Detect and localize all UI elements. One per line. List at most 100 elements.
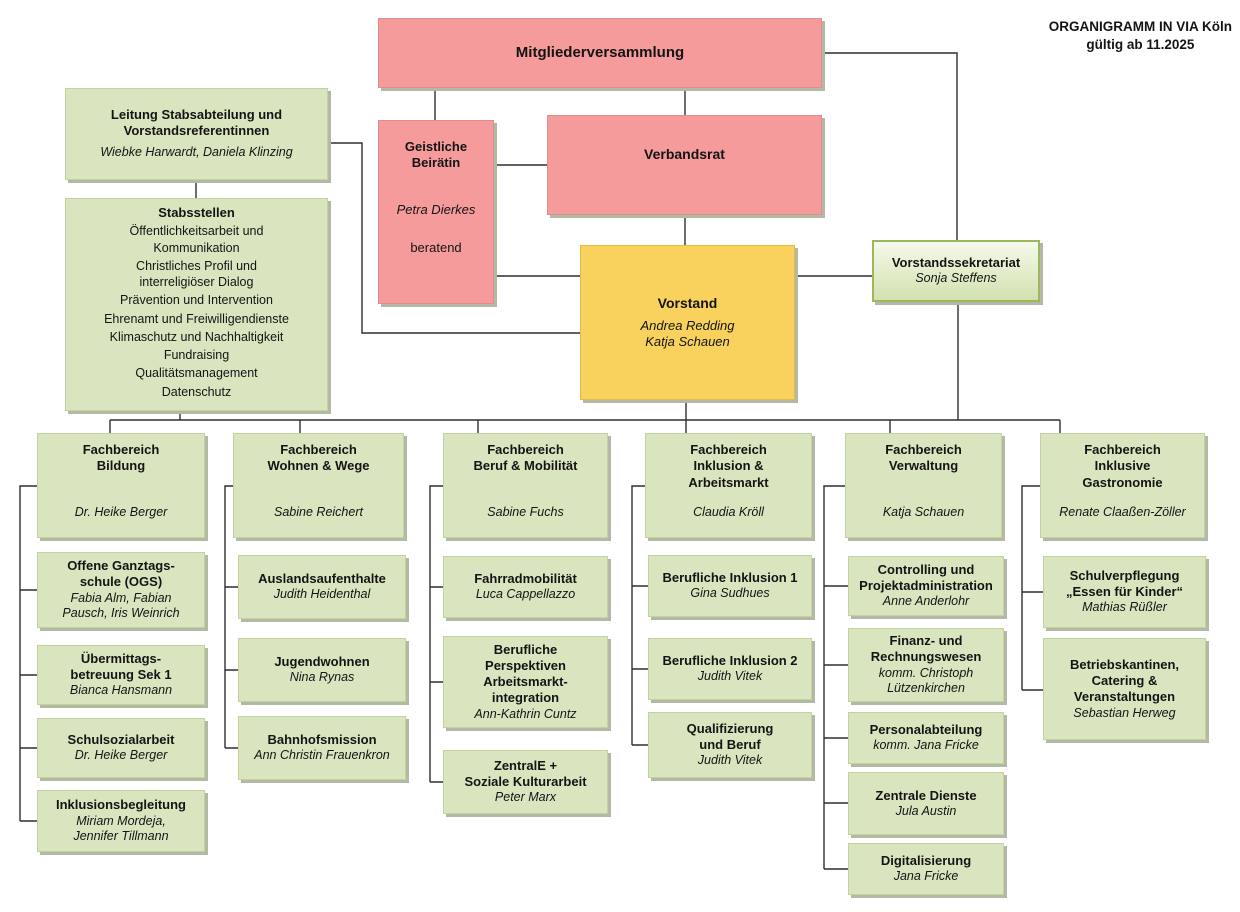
unit-title: Fahrradmobilität <box>474 571 577 587</box>
unit-title: Berufliche Inklusion 1 <box>662 570 798 586</box>
fachbereich-header-bildung: Fachbereich Bildung Dr. Heike Berger <box>37 433 205 538</box>
fachbereich-title: Fachbereich Wohnen & Wege <box>267 442 370 474</box>
unit-bahnhofsmission: Bahnhofsmission Ann Christin Frauenkron <box>238 716 406 780</box>
unit-title: Finanz- und Rechnungswesen <box>870 633 982 665</box>
unit-finanz-rechnungswesen: Finanz- und Rechnungswesen komm. Christo… <box>848 628 1004 702</box>
unit-person: Nina Rynas <box>289 670 355 685</box>
fachbereich-header-verwaltung: Fachbereich Verwaltung Katja Schauen <box>845 433 1002 538</box>
unit-berufliche-inklusion-2: Berufliche Inklusion 2 Judith Vitek <box>648 638 812 700</box>
box-stabsstellen: Stabsstellen Öffentlichkeitsarbeit und K… <box>65 198 328 411</box>
fachbereich-title: Fachbereich Verwaltung <box>885 442 962 474</box>
box-leitung-stabsabteilung: Leitung Stabsabteilung und Vorstandsrefe… <box>65 88 328 180</box>
unit-person: Luca Cappellazzo <box>475 587 576 602</box>
unit-zentrale-soziale-kulturarbeit: ZentralE + Soziale Kulturarbeit Peter Ma… <box>443 750 608 814</box>
fachbereich-header-inklusive-gastronomie: Fachbereich Inklusive Gastronomie Renate… <box>1040 433 1205 538</box>
stabsstellen-title: Stabsstellen <box>158 205 235 220</box>
unit-auslandsaufenthalte: Auslandsaufenthalte Judith Heidenthal <box>238 555 406 619</box>
chart-caption: ORGANIGRAMM IN VIA Köln gültig ab 11.202… <box>1048 19 1232 52</box>
stabsstellen-item: Fundraising <box>163 348 230 362</box>
stabsstellen-item: Christliches Profil und interreligiöser … <box>136 258 257 289</box>
fachbereich-header-beruf-mobilitaet: Fachbereich Beruf & Mobilität Sabine Fuc… <box>443 433 608 538</box>
unit-title: Digitalisierung <box>880 853 972 869</box>
unit-title: Schulverpflegung „Essen für Kinder“ <box>1065 567 1184 600</box>
geistliche-beiraetin-note: beratend <box>410 239 462 255</box>
unit-personalabteilung: Personalabteilung komm. Jana Fricke <box>848 712 1004 764</box>
geistliche-beiraetin-title: Geistliche Beirätin <box>404 139 468 171</box>
unit-person: Dr. Heike Berger <box>74 748 168 763</box>
unit-person: Judith Vitek <box>697 753 763 768</box>
unit-title: Schulsozialarbeit <box>67 732 175 748</box>
unit-betriebskantinen-catering: Betriebskantinen, Catering & Veranstaltu… <box>1043 638 1206 740</box>
unit-title: Berufliche Inklusion 2 <box>662 653 798 669</box>
unit-controlling-projektadministration: Controlling und Projektadministration An… <box>848 556 1004 616</box>
unit-person: Ann Christin Frauenkron <box>254 748 390 763</box>
unit-title: ZentralE + Soziale Kulturarbeit <box>464 757 587 790</box>
unit-title: Berufliche Perspektiven Arbeitsmarkt- in… <box>483 641 568 706</box>
box-vorstandssekretariat: Vorstandssekretariat Sonja Steffens <box>872 240 1040 302</box>
vorstand-title: Vorstand <box>657 295 718 311</box>
unit-person: Ann-Kathrin Cuntz <box>474 706 577 721</box>
unit-person: Mathias Rüßler <box>1082 600 1167 615</box>
unit-title: Bahnhofsmission <box>267 732 377 748</box>
unit-person: Sebastian Herweg <box>1073 705 1176 720</box>
fachbereich-title: Fachbereich Inklusion & Arbeitsmarkt <box>688 442 769 490</box>
geistliche-beiraetin-person: Petra Dierkes <box>396 201 476 217</box>
stabsstellen-item: Qualitätsmanagement <box>135 366 258 381</box>
unit-person: Jana Fricke <box>893 869 959 884</box>
unit-fahrradmobilitaet: Fahrradmobilität Luca Cappellazzo <box>443 556 608 618</box>
stabsstellen-item: Ehrenamt und Freiwilligendienste <box>104 311 289 326</box>
unit-digitalisierung: Digitalisierung Jana Fricke <box>848 843 1004 895</box>
unit-title: Jugendwohnen <box>274 654 370 670</box>
box-geistliche-beiraetin: Geistliche Beirätin Petra Dierkes berate… <box>378 120 494 304</box>
vorstand-person: Andrea Redding Katja Schauen <box>640 317 735 349</box>
fachbereich-person: Katja Schauen <box>882 505 965 520</box>
leitung-person: Wiebke Harwardt, Daniela Klinzing <box>100 145 293 160</box>
verbandsrat-title: Verbandsrat <box>644 146 725 162</box>
unit-jugendwohnen: Jugendwohnen Nina Rynas <box>238 638 406 702</box>
fachbereich-person: Sabine Fuchs <box>487 505 564 520</box>
unit-title: Controlling und Projektadministration <box>859 561 993 594</box>
unit-qualifizierung-und-beruf: Qualifizierung und Beruf Judith Vitek <box>648 712 812 778</box>
unit-person: komm. Jana Fricke <box>873 738 979 753</box>
unit-schulsozialarbeit: Schulsozialarbeit Dr. Heike Berger <box>37 718 205 778</box>
unit-title: Personalabteilung <box>869 722 983 738</box>
unit-title: Übermittags- betreuung Sek 1 <box>70 650 172 683</box>
unit-title: Inklusionsbegleitung <box>55 797 186 813</box>
unit-person: Miriam Mordeja, Jennifer Tillmann <box>73 813 169 844</box>
unit-uebermittagsbetreuung: Übermittags- betreuung Sek 1 Bianca Hans… <box>37 645 205 705</box>
stabsstellen-item: Prävention und Intervention <box>120 293 273 308</box>
fachbereich-header-wohnen-wege: Fachbereich Wohnen & Wege Sabine Reicher… <box>233 433 404 538</box>
unit-person: Judith Vitek <box>697 669 763 684</box>
unit-person: Fabia Alm, Fabian Pausch, Iris Weinrich <box>62 590 180 621</box>
fachbereich-person: Claudia Kröll <box>693 505 764 520</box>
fachbereich-title: Fachbereich Bildung <box>82 442 160 474</box>
unit-berufliche-inklusion-1: Berufliche Inklusion 1 Gina Sudhues <box>648 555 812 617</box>
unit-berufliche-perspektiven: Berufliche Perspektiven Arbeitsmarkt- in… <box>443 636 608 728</box>
unit-person: komm. Christoph Lützenkirchen <box>878 665 974 696</box>
stabsstellen-item: Datenschutz <box>161 384 232 399</box>
unit-person: Judith Heidenthal <box>273 587 371 602</box>
unit-title: Betriebskantinen, Catering & Veranstaltu… <box>1069 656 1180 705</box>
fachbereich-title: Fachbereich Inklusive Gastronomie <box>1082 442 1163 490</box>
vorstandssekretariat-title: Vorstandssekretariat <box>891 255 1021 271</box>
unit-person: Jula Austin <box>895 803 957 818</box>
unit-person: Gina Sudhues <box>690 586 770 601</box>
unit-title: Offene Ganztags- schule (OGS) <box>67 558 175 590</box>
mitgliederversammlung-title: Mitgliederversammlung <box>515 43 685 61</box>
unit-zentrale-dienste: Zentrale Dienste Jula Austin <box>848 772 1004 835</box>
box-mitgliederversammlung: Mitgliederversammlung <box>378 18 822 88</box>
vorstandssekretariat-person: Sonja Steffens <box>915 271 997 286</box>
stabsstellen-items: Öffentlichkeitsarbeit und Kommunikation … <box>104 221 289 400</box>
leitung-title: Leitung Stabsabteilung und Vorstandsrefe… <box>110 106 283 139</box>
box-verbandsrat: Verbandsrat <box>547 115 822 215</box>
stabsstellen-item: Öffentlichkeitsarbeit und Kommunikation <box>129 224 264 255</box>
unit-schulverpflegung: Schulverpflegung „Essen für Kinder“ Math… <box>1043 556 1206 628</box>
unit-person: Anne Anderlohr <box>882 594 970 609</box>
unit-inklusionsbegleitung: Inklusionsbegleitung Miriam Mordeja, Jen… <box>37 790 205 852</box>
fachbereich-person: Sabine Reichert <box>274 505 363 520</box>
stabsstellen-item: Klimaschutz und Nachhaltigkeit <box>109 329 284 344</box>
fachbereich-person: Dr. Heike Berger <box>74 505 168 520</box>
fachbereich-person: Renate Claaßen-Zöller <box>1059 505 1186 520</box>
